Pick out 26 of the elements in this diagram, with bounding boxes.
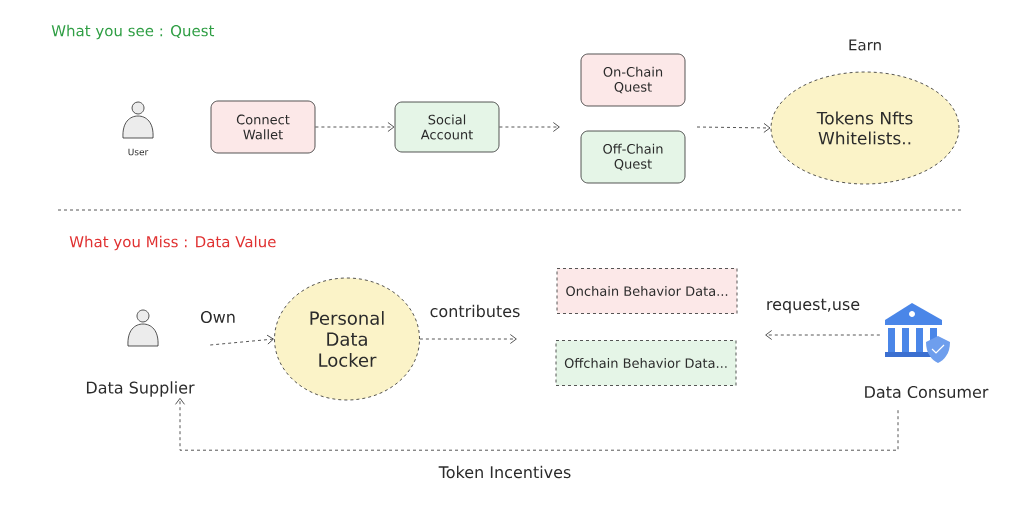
arrow <box>765 330 881 340</box>
arrow <box>209 334 274 346</box>
person-icon <box>127 309 159 347</box>
node-label: Data Consumer <box>865 385 989 399</box>
bank-icon <box>885 303 950 363</box>
node-label: Data Supplier <box>86 381 195 397</box>
arrow <box>315 122 395 132</box>
process-box: Off-Chain Quest <box>580 130 686 184</box>
data-box: Onchain Behavior Data... <box>556 268 738 314</box>
edge-label: contributes <box>428 303 522 319</box>
arrow <box>499 122 560 132</box>
edge-label: Own <box>199 309 237 325</box>
edge-label: Token Incentives <box>437 464 573 480</box>
arrow <box>175 397 899 451</box>
process-box: On-Chain Quest <box>580 53 686 107</box>
process-box: Social Account <box>394 101 500 153</box>
process-box: Connect Wallet <box>210 100 316 154</box>
data-box: Offchain Behavior Data... <box>555 340 737 386</box>
section-heading: What you see : Quest <box>51 24 215 40</box>
arrow <box>419 334 517 344</box>
node-label: User <box>128 148 149 156</box>
section-heading: What you Miss : Data Value <box>69 235 276 251</box>
node-label: Earn <box>849 39 881 51</box>
person-icon <box>122 101 154 139</box>
arrow <box>696 123 771 133</box>
edge-label: request,use <box>764 297 862 315</box>
